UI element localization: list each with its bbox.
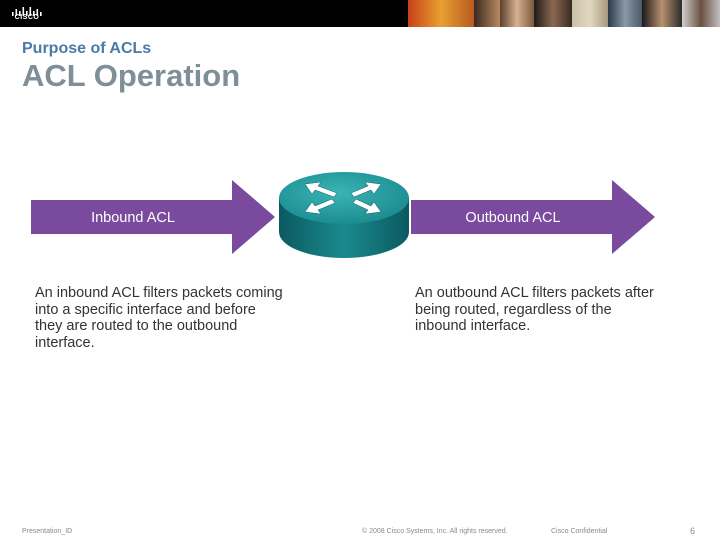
inbound-acl-label: Inbound ACL [91, 210, 175, 226]
footer-copyright: © 2008 Cisco Systems, Inc. All rights re… [362, 528, 508, 535]
router-icon [277, 170, 411, 262]
footer-presentation-id: Presentation_ID [22, 528, 73, 535]
header-photo [572, 0, 608, 27]
header-photo [682, 0, 720, 27]
top-banner: CISCO [0, 0, 720, 27]
header-photo [474, 0, 500, 27]
outbound-arrow: Outbound ACL [411, 180, 655, 254]
footer-confidential: Cisco Confidential [551, 528, 608, 535]
header-photo [500, 0, 534, 27]
header-photo [642, 0, 682, 27]
header-photo [608, 0, 642, 27]
inbound-description: An inbound ACL filters packets coming in… [35, 285, 283, 351]
header-photo [534, 0, 572, 27]
page-number: 6 [690, 526, 696, 536]
inbound-arrow: Inbound ACL [31, 180, 275, 254]
outbound-description: An outbound ACL filters packets after be… [415, 285, 654, 334]
header-photo [408, 0, 474, 27]
slide-subtitle: Purpose of ACLs [22, 40, 152, 57]
cisco-logo-icon: CISCO [10, 4, 44, 23]
outbound-acl-label: Outbound ACL [465, 210, 561, 226]
logo-text: CISCO [14, 14, 40, 21]
slide-title: ACL Operation [22, 58, 241, 93]
header-photo-strip [408, 0, 720, 27]
